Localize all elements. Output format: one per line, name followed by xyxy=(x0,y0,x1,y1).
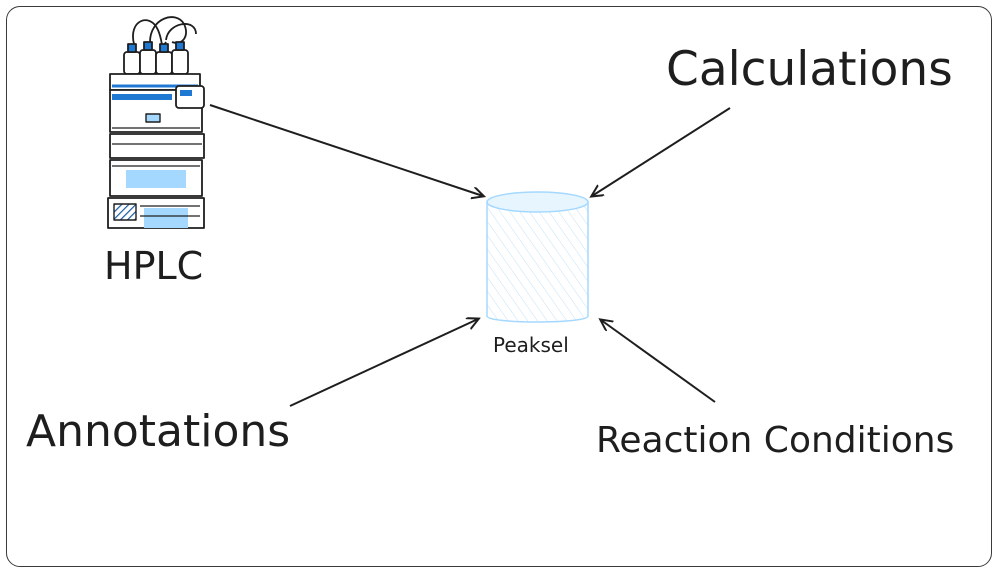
hplc-label: HPLC xyxy=(104,244,204,288)
hplc-instrument-icon xyxy=(107,16,205,229)
arrow-calculations-to-peaksel xyxy=(592,107,731,196)
peaksel-label: Peaksel xyxy=(493,333,569,357)
arrow-annotations-to-peaksel xyxy=(289,319,478,407)
arrow-hplc-to-peaksel xyxy=(209,104,483,196)
annotations-label: Annotations xyxy=(26,406,291,457)
arrow-reaction-conditions-to-peaksel xyxy=(601,320,716,403)
reaction-conditions-label: Reaction Conditions xyxy=(596,420,955,461)
calculations-label: Calculations xyxy=(666,42,953,97)
solvent-bottles xyxy=(123,41,189,75)
database-cylinder-icon xyxy=(486,191,589,323)
